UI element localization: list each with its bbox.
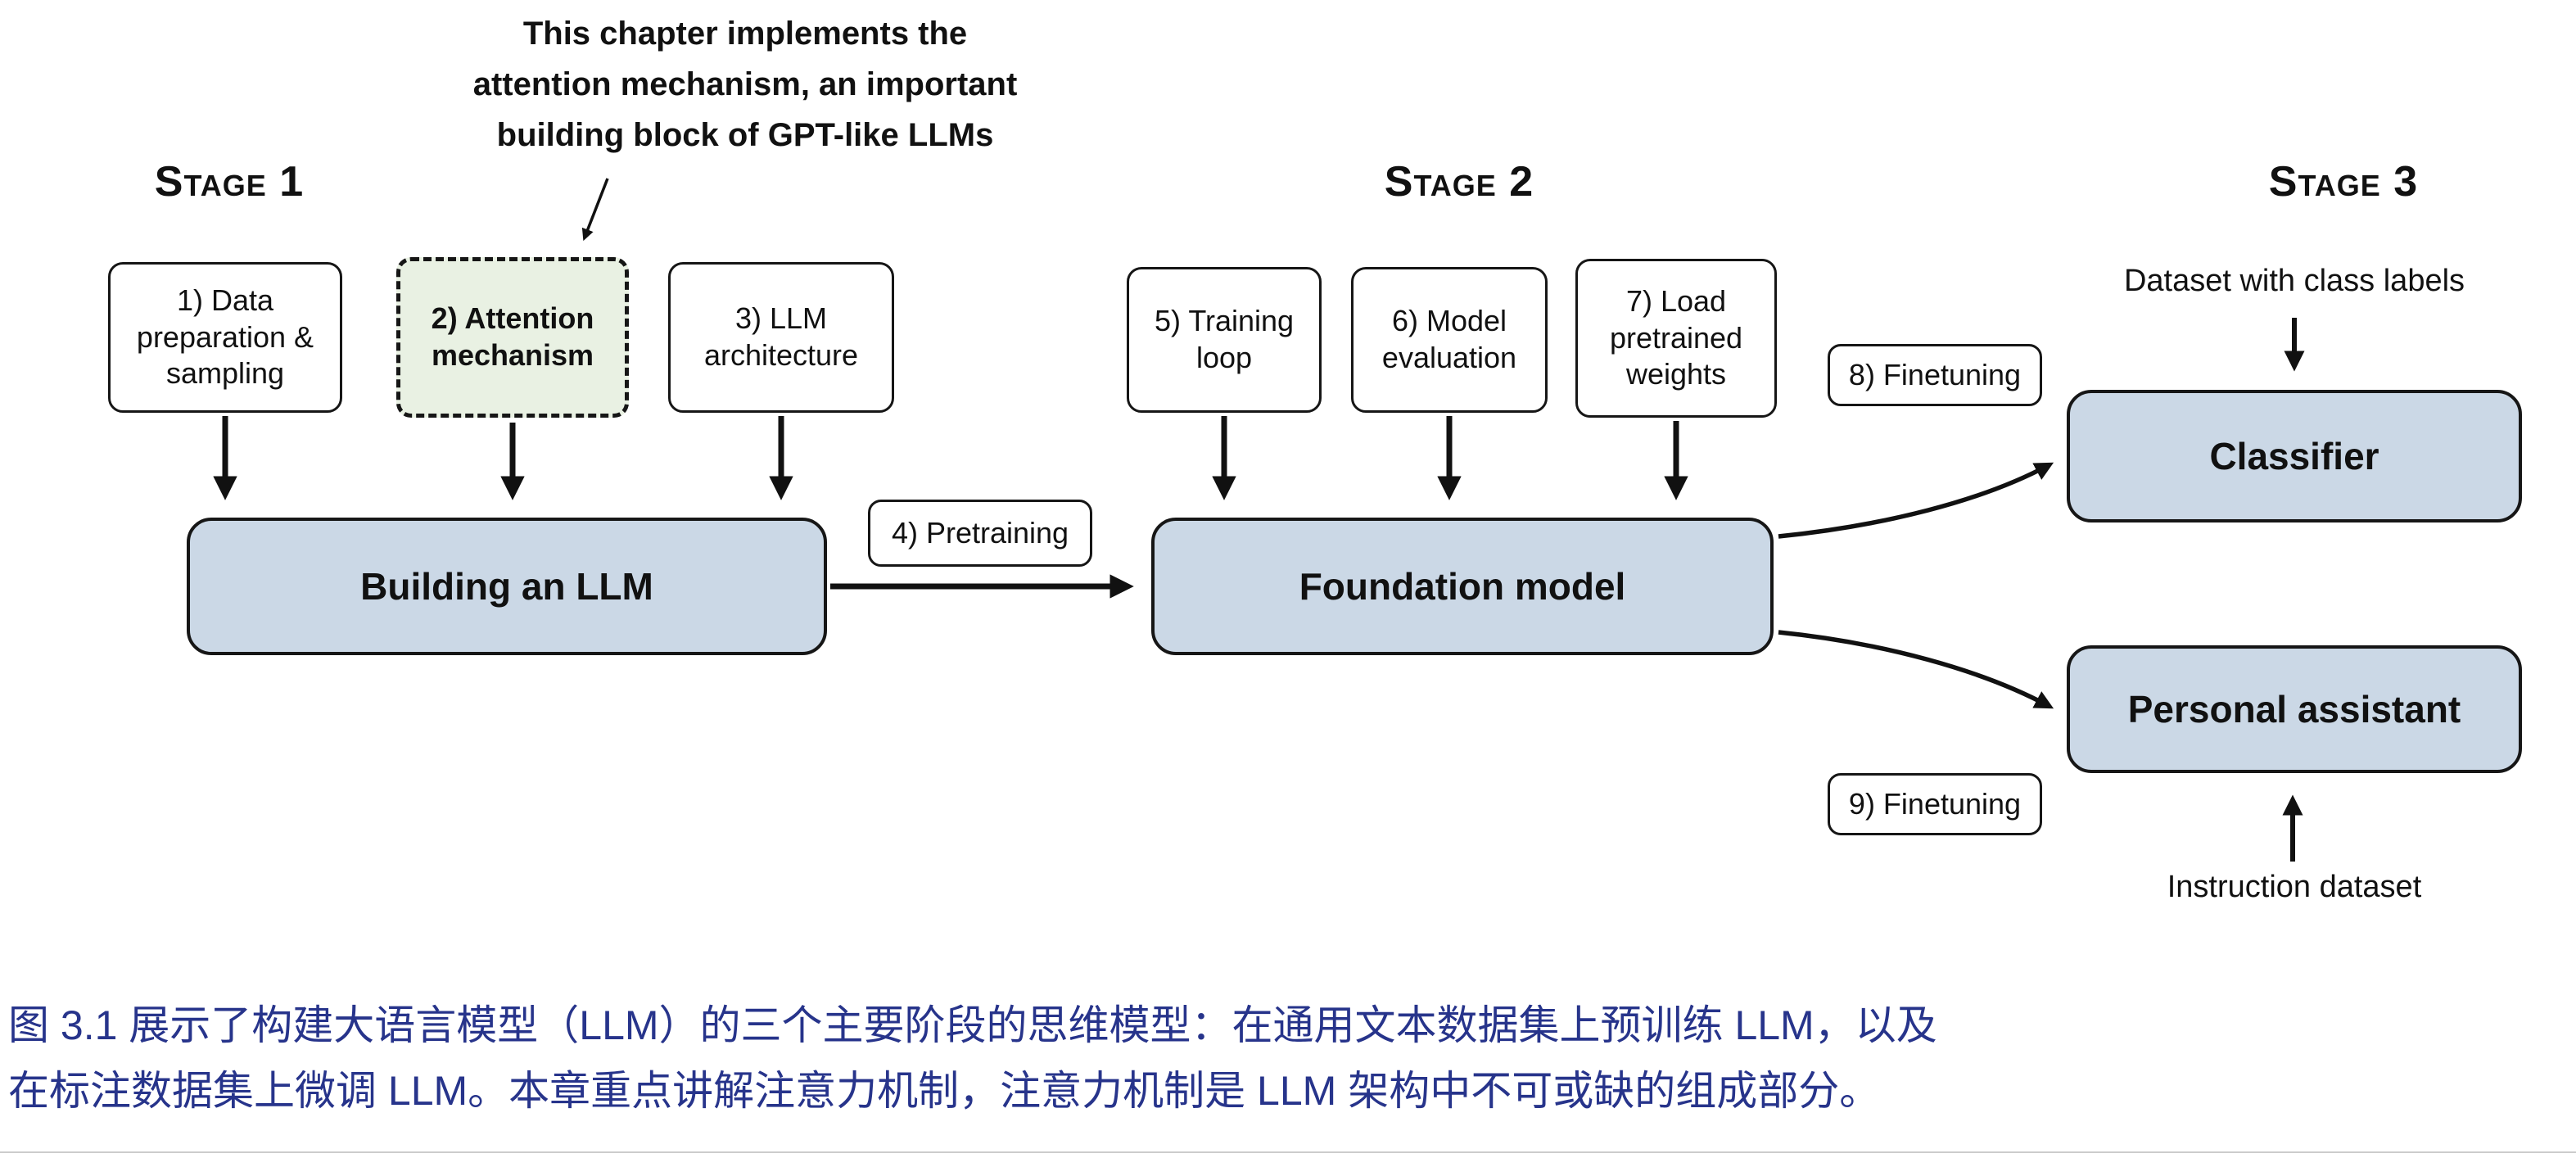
arrow-foundation-to-assistant xyxy=(1778,630,2054,709)
step-box-model-evaluation-label: 6) Model evaluation xyxy=(1381,304,1517,374)
stage-2-heading: Stage 2 xyxy=(1384,158,1534,206)
figure-caption: 图 3.1 展示了构建大语言模型（LLM）的三个主要阶段的思维模型：在通用文本数… xyxy=(8,993,2563,1124)
classifier-box: Classifier xyxy=(2067,390,2522,522)
building-llm-box: Building an LLM xyxy=(187,518,827,655)
stage-3-heading: Stage 3 xyxy=(2268,158,2419,206)
personal-assistant-label: Personal assistant xyxy=(2127,688,2461,731)
instruction-dataset-label: Instruction dataset xyxy=(2167,870,2422,904)
page-bottom-rule xyxy=(0,1151,2576,1153)
step-box-load-pretrained-weights-label: 7) Load pretrained weights xyxy=(1609,284,1743,391)
step-box-training-loop: 5) Training loop xyxy=(1127,267,1322,413)
foundation-model-label: Foundation model xyxy=(1299,565,1626,608)
step-box-llm-architecture: 3) LLM architecture xyxy=(668,262,894,413)
annotation-line3: building block of GPT-like LLMs xyxy=(496,117,994,153)
annotation-note: This chapter implements the attention me… xyxy=(385,8,1105,161)
step-box-attention-mechanism: 2) Attention mechanism xyxy=(396,257,629,418)
annotation-line2: attention mechanism, an important xyxy=(472,66,1018,102)
figure-caption-line2: 在标注数据集上微调 LLM。本章重点讲解注意力机制，注意力机制是 LLM 架构中… xyxy=(8,1068,1881,1114)
personal-assistant-box: Personal assistant xyxy=(2067,645,2522,773)
stage-1-heading: Stage 1 xyxy=(154,158,305,206)
foundation-model-box: Foundation model xyxy=(1151,518,1774,655)
pretraining-label: 4) Pretraining xyxy=(891,516,1069,550)
building-llm-label: Building an LLM xyxy=(360,565,653,608)
annotation-line1: This chapter implements the xyxy=(522,16,968,52)
step-box-attention-mechanism-label: 2) Attention mechanism xyxy=(431,301,594,372)
finetuning-classifier-label: 8) Finetuning xyxy=(1848,358,2022,391)
figure-caption-line1: 图 3.1 展示了构建大语言模型（LLM）的三个主要阶段的思维模型：在通用文本数… xyxy=(8,1002,1937,1048)
step-box-data-preparation: 1) Data preparation & sampling xyxy=(108,262,342,413)
finetuning-classifier-label-box: 8) Finetuning xyxy=(1828,344,2042,406)
step-box-llm-architecture-label: 3) LLM architecture xyxy=(703,301,859,372)
finetuning-assistant-label: 9) Finetuning xyxy=(1848,787,2022,821)
step-box-data-preparation-label: 1) Data preparation & sampling xyxy=(136,283,314,391)
pretraining-label-box: 4) Pretraining xyxy=(868,500,1092,567)
step-box-model-evaluation: 6) Model evaluation xyxy=(1351,267,1548,413)
class-dataset-label: Dataset with class labels xyxy=(2123,264,2465,298)
classifier-label: Classifier xyxy=(2209,435,2379,477)
arrow-annotation-to-attention xyxy=(581,178,609,242)
step-box-load-pretrained-weights: 7) Load pretrained weights xyxy=(1575,259,1777,418)
step-box-training-loop-label: 5) Training loop xyxy=(1154,304,1295,374)
arrow-foundation-to-classifier xyxy=(1778,462,2054,539)
finetuning-assistant-label-box: 9) Finetuning xyxy=(1828,773,2042,835)
